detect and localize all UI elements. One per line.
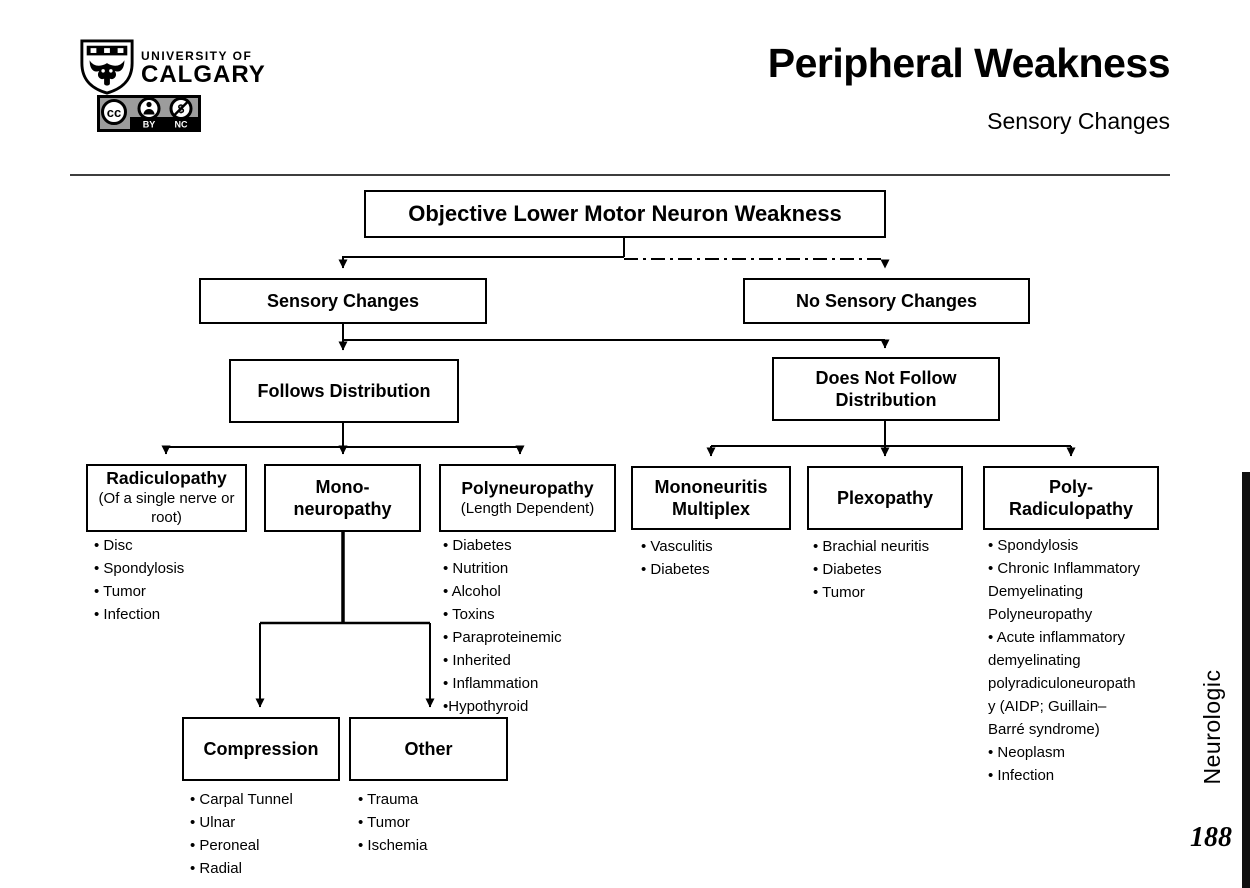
box-plexopathy-title: Plexopathy	[836, 487, 934, 508]
list-item: • Radial	[190, 860, 242, 877]
box-follows-distribution: Follows Distribution	[229, 359, 459, 423]
list-item: • Tumor	[94, 583, 146, 600]
box-compression-title: Compression	[203, 738, 319, 759]
list-item: • Brachial neuritis	[813, 538, 930, 555]
header-divider	[70, 174, 1170, 176]
list-item: • Inherited	[443, 652, 511, 669]
compression-list: • Carpal Tunnel • Ulnar • Peroneal • Radial	[190, 788, 345, 880]
plexopathy-list: • Brachial neuritis • Diabetes • Tumor	[813, 535, 978, 604]
box-sensory-changes-label: Sensory Changes	[266, 290, 420, 311]
list-item: • Acute inflammatory demyelinating polyr…	[988, 629, 1136, 738]
license-nc-label: NC	[175, 120, 188, 130]
list-item: • Infection	[94, 606, 161, 623]
box-follows-distribution-label: Follows Distribution	[257, 380, 431, 401]
box-does-not-follow-label: Does Not Follow Distribution	[815, 367, 957, 411]
list-item: • Tumor	[358, 814, 410, 831]
box-radiculopathy-subtitle: (Of a single nerve or root)	[98, 490, 235, 526]
box-no-sensory-changes: No Sensory Changes	[743, 278, 1030, 324]
box-sensory-changes: Sensory Changes	[199, 278, 487, 324]
box-does-not-follow-distribution: Does Not Follow Distribution	[772, 357, 1000, 421]
list-item: • Nutrition	[443, 560, 509, 577]
box-compression: Compression	[182, 717, 340, 781]
section-label: Neurologic	[1199, 669, 1225, 785]
list-item: • Alcohol	[443, 583, 501, 600]
box-polyneuropathy-title: Polyneuropathy	[461, 477, 594, 498]
list-item: • Ulnar	[190, 814, 236, 831]
box-radiculopathy: Radiculopathy (Of a single nerve or root…	[86, 464, 247, 532]
box-mononeuropathy-title: Mono- neuropathy	[293, 476, 392, 520]
license-by-label: BY	[143, 120, 156, 130]
list-item: • Peroneal	[190, 837, 260, 854]
svg-text:cc: cc	[107, 105, 121, 120]
mononeuritis-list: • Vasculitis • Diabetes	[641, 535, 791, 581]
list-item: • Spondylosis	[988, 537, 1079, 554]
box-polyradiculopathy-title: Poly- Radiculopathy	[1008, 476, 1133, 520]
box-polyneuropathy-subtitle: (Length Dependent)	[460, 499, 595, 517]
polyneuropathy-list: • Diabetes • Nutrition • Alcohol • Toxins • …	[443, 534, 611, 718]
university-line2: CALGARY	[141, 61, 266, 88]
list-item: • Trauma	[358, 791, 419, 808]
list-item: • Tumor	[813, 584, 865, 601]
cc-by-nc-license-icon: cc $ BY NC	[97, 95, 201, 132]
list-item: •Hypothyroid	[443, 698, 529, 715]
box-other: Other	[349, 717, 508, 781]
page-number: 188	[1190, 822, 1232, 853]
page-subtitle: Sensory Changes	[987, 108, 1170, 134]
list-item: • Diabetes	[813, 561, 882, 578]
section-tab-bar	[1242, 472, 1250, 888]
list-item: • Infection	[988, 767, 1055, 784]
box-mononeuritis-multiplex: Mononeuritis Multiplex	[631, 466, 791, 530]
box-mononeuritis-title: Mononeuritis Multiplex	[654, 476, 768, 520]
list-item: • Chronic Inflammatory Demyelinating Pol…	[988, 560, 1140, 623]
box-polyneuropathy: Polyneuropathy (Length Dependent)	[439, 464, 616, 532]
university-wordmark: UNIVERSITY OF CALGARY	[141, 50, 266, 87]
university-line1: UNIVERSITY OF	[141, 49, 253, 63]
box-radiculopathy-title: Radiculopathy	[106, 468, 227, 489]
list-item: • Ischemia	[358, 837, 428, 854]
polyradiculopathy-list: • Spondylosis • Chronic Inflammatory Demy…	[988, 534, 1140, 787]
box-root-label: Objective Lower Motor Neuron Weakness	[408, 201, 842, 227]
list-item: • Spondylosis	[94, 560, 185, 577]
page-title: Peripheral Weakness	[767, 40, 1171, 86]
box-plexopathy: Plexopathy	[807, 466, 963, 530]
university-crest-icon	[80, 39, 134, 95]
list-item: • Carpal Tunnel	[190, 791, 293, 808]
list-item: • Diabetes	[641, 561, 710, 578]
list-item: • Vasculitis	[641, 538, 713, 555]
box-polyradiculopathy: Poly- Radiculopathy	[983, 466, 1159, 530]
box-mononeuropathy: Mono- neuropathy	[264, 464, 421, 532]
list-item: • Inflammation	[443, 675, 539, 692]
list-item: • Toxins	[443, 606, 495, 623]
box-no-sensory-changes-label: No Sensory Changes	[795, 290, 978, 311]
list-item: • Neoplasm	[988, 744, 1065, 761]
box-root: Objective Lower Motor Neuron Weakness	[364, 190, 886, 238]
box-other-title: Other	[404, 738, 453, 759]
other-list: • Trauma • Tumor • Ischemia	[358, 788, 498, 857]
radiculopathy-list: • Disc • Spondylosis • Tumor • Infection	[94, 534, 244, 626]
list-item: • Diabetes	[443, 537, 512, 554]
list-item: • Paraproteinemic	[443, 629, 562, 646]
list-item: • Disc	[94, 537, 133, 554]
